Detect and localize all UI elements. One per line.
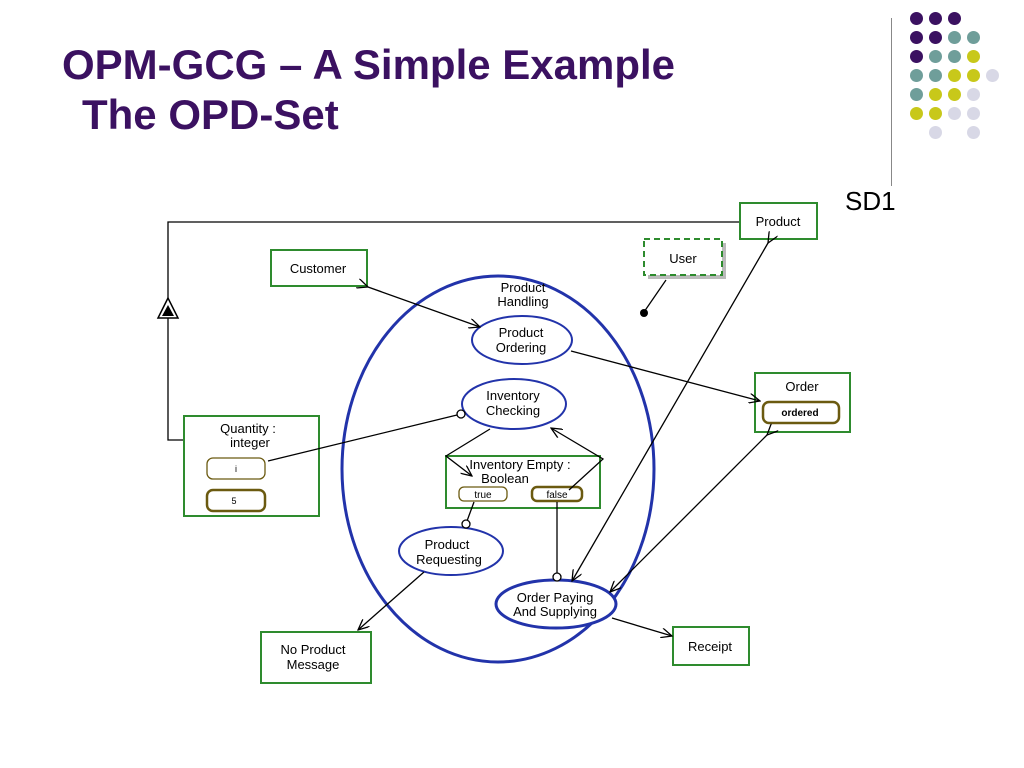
product-handling-label-2: Handling	[497, 294, 548, 309]
product-ordering-process[interactable]: Product Ordering	[471, 315, 573, 365]
user-object[interactable]: User	[643, 238, 726, 279]
product-label: Product	[756, 214, 801, 229]
decorative-dot	[929, 88, 942, 101]
decorative-dot	[948, 12, 961, 25]
state-false: false	[546, 490, 568, 501]
product-requesting-label-1: Product	[425, 537, 470, 552]
decorative-dot	[910, 88, 923, 101]
decorative-dot	[948, 69, 961, 82]
decorative-dot	[948, 88, 961, 101]
decorative-dot	[929, 12, 942, 25]
decorative-dot	[948, 31, 961, 44]
product-ordering-label-1: Product	[499, 325, 544, 340]
order-paying-label-1: Order Paying	[517, 590, 594, 605]
order-state-ordered: ordered	[781, 408, 818, 419]
receipt-label: Receipt	[688, 639, 732, 654]
product-requesting-process[interactable]: Product Requesting	[398, 526, 504, 576]
decorative-dot	[910, 31, 923, 44]
quantity-state-5: 5	[231, 496, 236, 506]
receipt-object[interactable]: Receipt	[672, 626, 750, 666]
decorative-dot	[948, 107, 961, 120]
no-product-label-2: Message	[287, 657, 340, 672]
no-product-message-object[interactable]: No Product Message	[260, 631, 372, 684]
link-product-order-paying	[572, 243, 768, 581]
decorative-dot	[910, 12, 923, 25]
slide-title-line1: OPM-GCG – A Simple Example	[62, 41, 676, 88]
customer-label: Customer	[290, 261, 347, 276]
order-paying-process[interactable]: Order Paying And Supplying	[494, 578, 618, 630]
order-label: Order	[785, 379, 819, 394]
decorative-dot	[948, 50, 961, 63]
link-order-order-paying	[610, 435, 767, 592]
link-order-paying-receipt	[611, 617, 672, 636]
decorative-dot	[967, 126, 980, 139]
link-inventory-checking-inventory-empty	[444, 428, 491, 476]
link-false-inventory-checking	[551, 428, 605, 491]
order-object[interactable]: Order ordered	[754, 372, 851, 433]
decorative-dot	[929, 126, 942, 139]
title-divider	[891, 18, 892, 186]
slide-title: OPM-GCG – A Simple Example The OPD-Set	[62, 40, 675, 140]
product-requesting-label-2: Requesting	[416, 552, 482, 567]
user-label: User	[669, 251, 697, 266]
product-object[interactable]: Product	[739, 202, 818, 240]
diagram-label: SD1	[845, 186, 896, 216]
condition-link-false	[552, 502, 562, 582]
decorative-dot	[967, 88, 980, 101]
link-product-ordering-order	[570, 350, 760, 401]
decorative-dot	[910, 50, 923, 63]
quantity-object[interactable]: Quantity : integer i 5	[183, 415, 320, 517]
inventory-checking-label-1: Inventory	[486, 388, 540, 403]
quantity-label-1: Quantity :	[220, 421, 276, 436]
no-product-label-1: No Product	[280, 642, 345, 657]
condition-link-true	[461, 501, 475, 529]
decorative-dot	[910, 69, 923, 82]
decorative-dot	[967, 107, 980, 120]
decorative-dot	[929, 107, 942, 120]
customer-object[interactable]: Customer	[270, 249, 368, 287]
agent-link-user	[640, 279, 667, 317]
product-handling-label-1: Product	[501, 280, 546, 295]
generalization-link	[156, 221, 740, 441]
decorative-dot	[967, 50, 980, 63]
slide-title-line2: The OPD-Set	[82, 91, 339, 138]
instrument-link-quantity	[267, 409, 466, 462]
decorative-dot	[910, 107, 923, 120]
inventory-checking-process[interactable]: Inventory Checking	[461, 378, 567, 430]
order-paying-label-2: And Supplying	[513, 604, 597, 619]
state-true: true	[474, 490, 492, 501]
link-product-requesting-no-product	[358, 571, 425, 630]
inventory-empty-label-2: Boolean	[481, 471, 529, 486]
decorative-dot	[929, 50, 942, 63]
quantity-state-i: i	[235, 464, 237, 474]
quantity-label-2: integer	[230, 435, 270, 450]
link-customer-product-ordering	[368, 287, 480, 327]
decorative-dot	[967, 69, 980, 82]
inventory-empty-label-1: Inventory Empty :	[469, 457, 570, 472]
decorative-dot	[929, 69, 942, 82]
decorative-dot	[967, 31, 980, 44]
decorative-dot	[929, 31, 942, 44]
inventory-checking-label-2: Checking	[486, 403, 540, 418]
product-ordering-label-2: Ordering	[496, 340, 547, 355]
decorative-dot	[986, 69, 999, 82]
